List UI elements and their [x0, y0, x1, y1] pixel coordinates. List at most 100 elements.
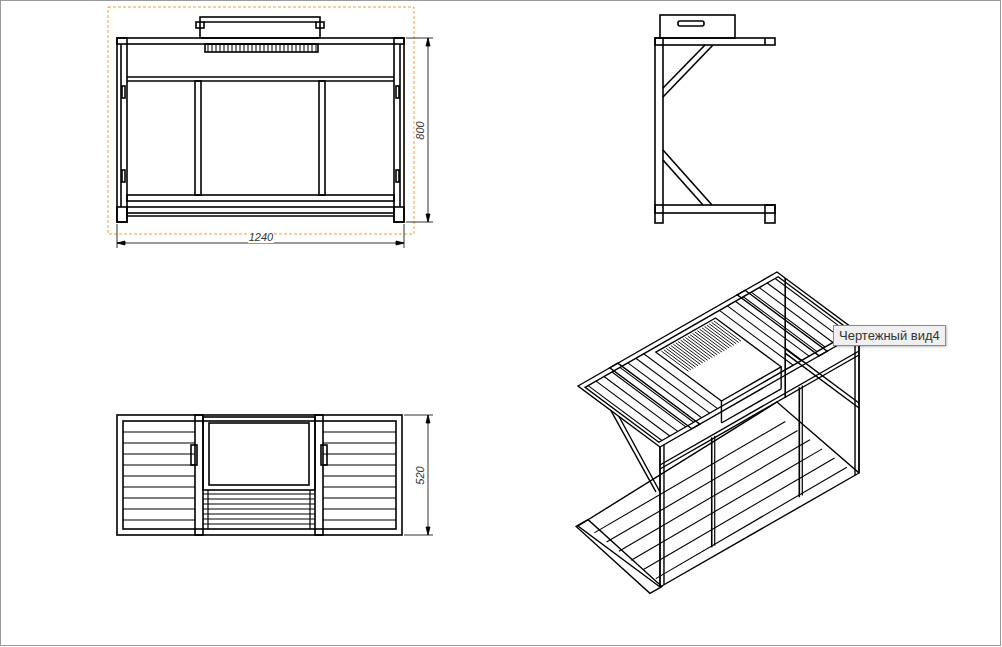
front-view-part — [204, 21, 316, 23]
top-view-part — [203, 490, 315, 529]
dimension-value: 800 — [414, 120, 425, 140]
front-view-part-part — [224, 44, 225, 52]
isometric-view-part — [704, 327, 731, 347]
isometric-view-part — [681, 340, 708, 360]
front-view-part — [122, 86, 125, 98]
dimension-lines-part — [404, 224, 405, 248]
front-view-part-part — [288, 44, 289, 52]
isometric-view-part — [693, 333, 720, 353]
top-view-part-part — [323, 442, 396, 443]
front-view-part-part — [312, 44, 313, 52]
dimension-lines-part — [404, 535, 433, 536]
isometric-view-part — [656, 467, 847, 578]
front-view-part — [127, 195, 394, 201]
front-view-part-part — [220, 44, 221, 52]
tooltip-text: Чертежный вид4 — [839, 328, 940, 343]
top-view-part-part — [323, 475, 396, 476]
dimension-value: 520 — [414, 465, 425, 485]
top-view-part-part — [123, 453, 195, 454]
top-view-part-part — [123, 464, 195, 465]
top-view-part — [195, 415, 203, 535]
side-view-part — [663, 45, 713, 97]
isometric-view-part — [688, 336, 715, 356]
front-view-part — [127, 80, 394, 82]
isometric-view-part — [669, 347, 696, 367]
front-view-part — [208, 44, 316, 52]
side-view-part — [663, 150, 712, 205]
isometric-view-part — [676, 343, 703, 363]
isometric-view-part — [631, 449, 822, 560]
side-view — [655, 15, 775, 223]
isometric-view-part — [690, 335, 717, 355]
front-view-part-part — [316, 44, 317, 52]
isometric-view-part — [611, 410, 656, 492]
isometric-view-part — [664, 350, 691, 370]
top-view-part-part — [203, 518, 315, 519]
side-view-part — [655, 38, 663, 223]
top-view-part — [321, 445, 327, 465]
front-view-part — [127, 215, 394, 217]
front-view-part — [117, 38, 127, 222]
isometric-view-part — [683, 339, 710, 359]
top-view-part — [191, 445, 197, 465]
top-view-part-part — [203, 508, 315, 509]
front-view-part-part — [240, 44, 241, 52]
dimension-value: 1240 — [248, 232, 274, 243]
dimension-lines — [117, 38, 433, 535]
isometric-view-part — [711, 437, 713, 547]
side-view-part — [678, 21, 704, 26]
isometric-view-part — [578, 402, 859, 587]
front-view-part-part — [292, 44, 293, 52]
view-tooltip: Чертежный вид4 — [833, 325, 946, 346]
top-view-part-part — [203, 498, 315, 499]
top-view-part-part — [323, 486, 396, 487]
front-view-part — [205, 44, 318, 52]
isometric-view-part — [802, 385, 803, 495]
side-view-part — [660, 15, 735, 38]
isometric-view-part — [604, 377, 678, 432]
isometric-view-part — [700, 329, 727, 349]
front-view-part — [127, 76, 394, 78]
front-view-part-part — [248, 44, 249, 52]
isometric-view-part — [596, 381, 670, 436]
isometric-view-part — [697, 331, 724, 351]
dimension-lines-part — [117, 243, 404, 244]
isometric-view-part — [714, 436, 715, 546]
front-view-part-part — [208, 44, 209, 52]
isometric-view-part — [695, 332, 722, 352]
dimension-lines-part — [404, 415, 433, 416]
front-view-part — [196, 22, 204, 28]
top-view-part-part — [323, 519, 396, 520]
front-view-part-part — [212, 44, 213, 52]
front-view-part-part — [236, 44, 237, 52]
isometric-view-part — [784, 278, 786, 398]
top-view-part-part — [123, 442, 195, 443]
isometric-view-part — [709, 324, 736, 344]
isometric-view-part — [588, 386, 662, 441]
isometric-view-part — [656, 318, 781, 401]
top-view-part — [117, 415, 402, 535]
isometric-view-part — [714, 321, 741, 341]
front-view-part — [319, 81, 325, 195]
top-view-part-part — [123, 431, 195, 432]
isometric-view-part — [594, 421, 785, 532]
top-view-part-part — [123, 486, 195, 487]
front-view-part — [117, 207, 127, 222]
front-view-part-part — [256, 44, 257, 52]
top-view-part-part — [123, 497, 195, 498]
isometric-view-part — [660, 355, 859, 469]
top-view-part-part — [203, 513, 315, 514]
top-view-part-part — [123, 475, 195, 476]
top-view-part-part — [323, 431, 396, 432]
isometric-view-part — [785, 353, 859, 408]
isometric-view-part — [673, 344, 700, 364]
top-view-part-part — [323, 464, 396, 465]
top-view-part-part — [323, 453, 396, 454]
front-view — [108, 7, 414, 234]
isometric-view-part — [619, 417, 660, 493]
isometric-view-part — [666, 348, 693, 368]
front-view-part-part — [296, 44, 297, 52]
isometric-view — [576, 272, 859, 593]
